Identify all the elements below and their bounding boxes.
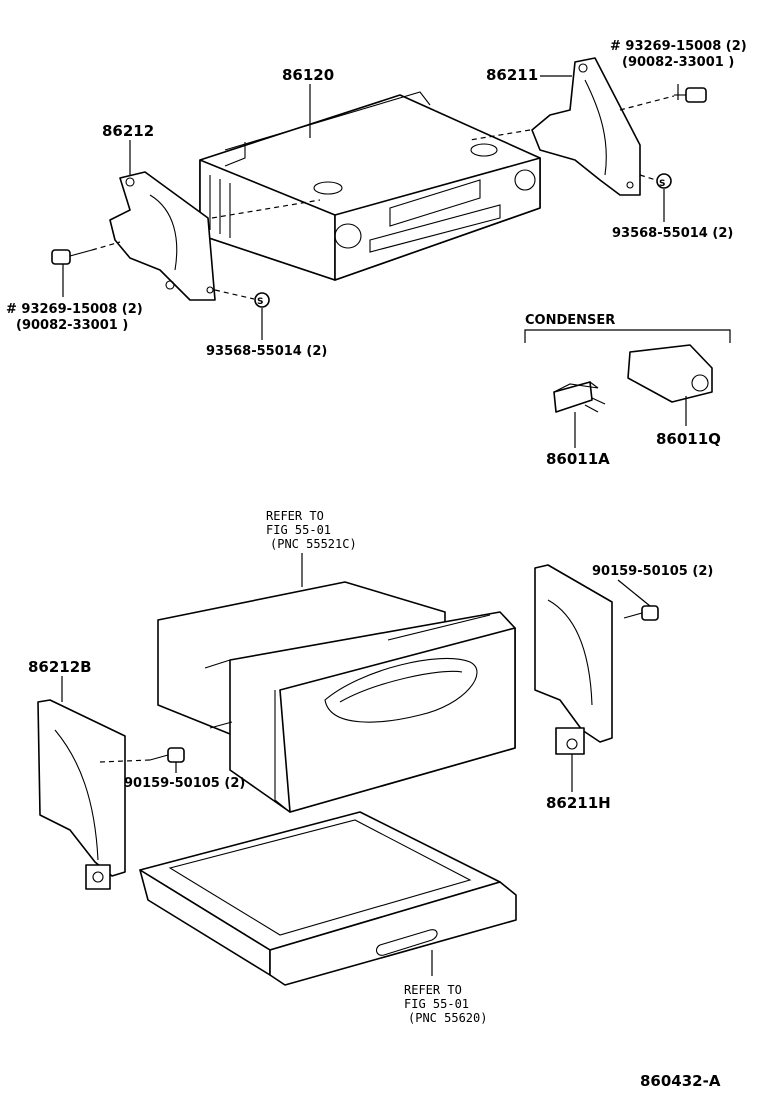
label-screw-left: 90159-50105 (2) xyxy=(124,776,245,791)
label-86011Q: 86011Q xyxy=(656,430,721,448)
label-86211H: 86211H xyxy=(546,794,611,812)
bracket-86212 xyxy=(109,171,216,301)
label-refer-upper-1: REFER TO xyxy=(266,509,324,523)
drawer-tray xyxy=(139,811,517,986)
label-86212: 86212 xyxy=(102,122,154,140)
bolt-top-right xyxy=(619,87,707,111)
screw-bottom-right xyxy=(623,605,659,621)
label-refer-upper-3: (PNC 55521C) xyxy=(270,537,357,551)
diagram-code: 860432-A xyxy=(640,1072,721,1090)
audio-box-assembly xyxy=(157,581,516,813)
condenser-86011Q xyxy=(627,344,713,403)
radio-receiver-86120 xyxy=(199,91,541,281)
label-refer-upper-2: FIG 55-01 xyxy=(266,523,331,537)
bracket-86211 xyxy=(531,57,641,196)
label-screw-right: 90159-50105 (2) xyxy=(592,564,713,579)
washer-left xyxy=(214,289,270,308)
label-bolt-top-left-2: (90082-33001 ) xyxy=(16,318,128,333)
label-86011A: 86011A xyxy=(546,450,610,468)
condenser-86011A xyxy=(553,381,606,413)
label-86211: 86211 xyxy=(486,66,538,84)
label-bolt-top-left-1: # 93269-15008 (2) xyxy=(6,302,143,317)
label-washer-left: 93568-55014 (2) xyxy=(206,344,327,359)
condenser-group xyxy=(524,329,731,448)
washer-symbol-right: S xyxy=(659,179,665,189)
label-bolt-top-right-1: # 93269-15008 (2) xyxy=(610,39,747,54)
label-refer-lower-3: (PNC 55620) xyxy=(408,1011,487,1025)
label-washer-right: 93568-55014 (2) xyxy=(612,226,733,241)
label-refer-lower-2: FIG 55-01 xyxy=(404,997,469,1011)
label-refer-lower-1: REFER TO xyxy=(404,983,462,997)
label-86212B: 86212B xyxy=(28,658,92,676)
bracket-86212B xyxy=(37,699,126,890)
label-bolt-top-right-2: (90082-33001 ) xyxy=(622,55,734,70)
washer-symbol-left: S xyxy=(257,297,263,307)
washer-right xyxy=(639,173,672,189)
bracket-86211H xyxy=(534,564,613,755)
label-condenser: CONDENSER xyxy=(525,313,615,328)
bolt-top-left xyxy=(51,241,121,265)
label-86120: 86120 xyxy=(282,66,334,84)
